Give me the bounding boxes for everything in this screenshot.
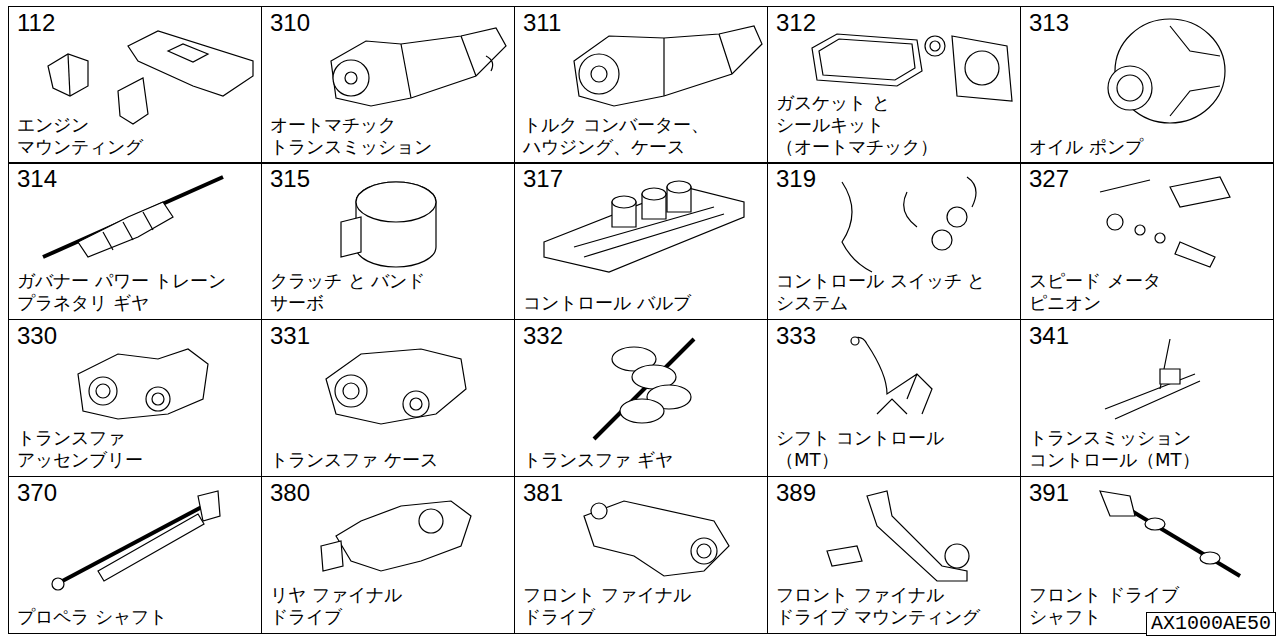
part-name: エンジン マウンティング [17,114,154,158]
catalog-cell: 311 トルク コンバーター、 ハウジング、ケース [514,6,768,164]
catalog-cell: 333 シフト コントロール （MT） [767,319,1021,477]
part-name: フロント ファイナル ドライブ マウンティング [776,584,992,628]
part-name: コントロール バルブ [523,292,703,314]
catalog-cell: 315 クラッチ と バンド サーボ [261,162,515,320]
catalog-cell: 370 プロペラ シャフト [8,476,262,634]
catalog-cell: 381 フロント ファイナル ドライブ [514,476,768,634]
catalog-cell: 314 ガバナー パワー トレーン プラネタリ ギヤ [8,162,262,320]
callout-number: 319 [776,165,1012,193]
callout-number: 313 [1029,9,1265,37]
part-name: オートマチック トランスミッション [270,114,443,158]
callout-number: 311 [523,9,759,37]
catalog-cell: 332 トランスファ ギヤ [514,319,768,477]
catalog-cell: 312 ガスケット と シールキット （オートマチック） [767,6,1021,164]
callout-number: 389 [776,479,1012,507]
part-name: オイル ポンプ [1029,136,1173,158]
callout-number: 112 [17,9,253,37]
part-name: トランスファ アッセンブリー [17,427,154,471]
catalog-cell: 313 オイル ポンプ [1020,6,1274,164]
callout-number: 315 [270,165,506,193]
catalog-cell: 319 コントロール スイッチ と システム [767,162,1021,320]
callout-number: 310 [270,9,506,37]
catalog-cell: 389 フロント ファイナル ドライブ マウンティング [767,476,1021,634]
callout-number: 314 [17,165,253,193]
catalog-cell: 330 トランスファ アッセンブリー [8,319,262,477]
part-name: トランスファ ギヤ [523,449,685,471]
callout-number: 330 [17,322,253,350]
part-name: ガバナー パワー トレーン プラネタリ ギヤ [17,270,238,314]
catalog-cell: 380 リヤ ファイナル ドライブ [261,476,515,634]
part-name: ガスケット と シールキット （オートマチック） [776,92,949,158]
part-name: シフト コントロール （MT） [776,427,956,471]
catalog-cell: 391フロント ドライブ シャフト [1020,476,1274,634]
callout-number: 332 [523,322,759,350]
callout-number: 370 [17,479,253,507]
part-name: トランスファ ケース [270,449,450,471]
drawing-code: AX1000AE50 [1151,613,1271,635]
part-name: コントロール スイッチ と システム [776,270,997,314]
part-name: プロペラ シャフト [17,606,179,628]
catalog-cell: 317 コントロール バルブ [514,162,768,320]
catalog-cell: 310 オートマチック トランスミッション [261,6,515,164]
callout-number: 380 [270,479,506,507]
part-name: トランスミッション コントロール（MT） [1029,427,1205,471]
catalog-cell: 341 トランスミッション コントロール（MT） [1020,319,1274,477]
callout-number: 327 [1029,165,1265,193]
callout-number: 331 [270,322,506,350]
callout-number: 381 [523,479,759,507]
part-name: リヤ ファイナル ドライブ [270,584,414,628]
catalog-cell: 112 エンジン マウンティング [8,6,262,164]
catalog-cell: 327 スピード メータ ピニオン [1020,162,1274,320]
callout-number: 312 [776,9,1012,37]
callout-number: 317 [523,165,759,193]
drawing-code-box: AX1000AE50 [1146,612,1276,636]
part-name: クラッチ と バンド サーボ [270,270,437,314]
part-name: トルク コンバーター、 ハウジング、ケース [523,114,719,158]
callout-number: 391 [1029,479,1265,507]
catalog-cell: 331 トランスファ ケース [261,319,515,477]
callout-number: 333 [776,322,1012,350]
part-name: フロント ファイナル ドライブ [523,584,703,628]
part-name: スピード メータ ピニオン [1029,270,1173,314]
callout-number: 341 [1029,322,1265,350]
